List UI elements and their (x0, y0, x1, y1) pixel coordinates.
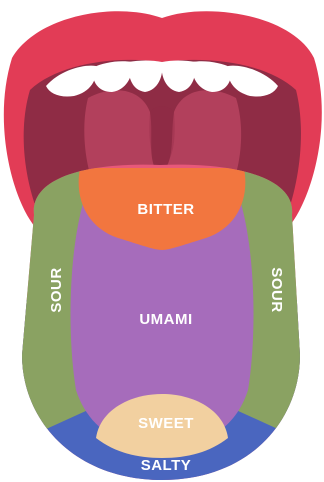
sour-label-right: SOUR (268, 267, 285, 312)
salty-label: SALTY (141, 457, 192, 474)
sour-label-left: SOUR (48, 267, 65, 312)
bitter-label: BITTER (137, 201, 194, 218)
sweet-label: SWEET (138, 415, 194, 432)
umami-label: UMAMI (139, 311, 192, 328)
